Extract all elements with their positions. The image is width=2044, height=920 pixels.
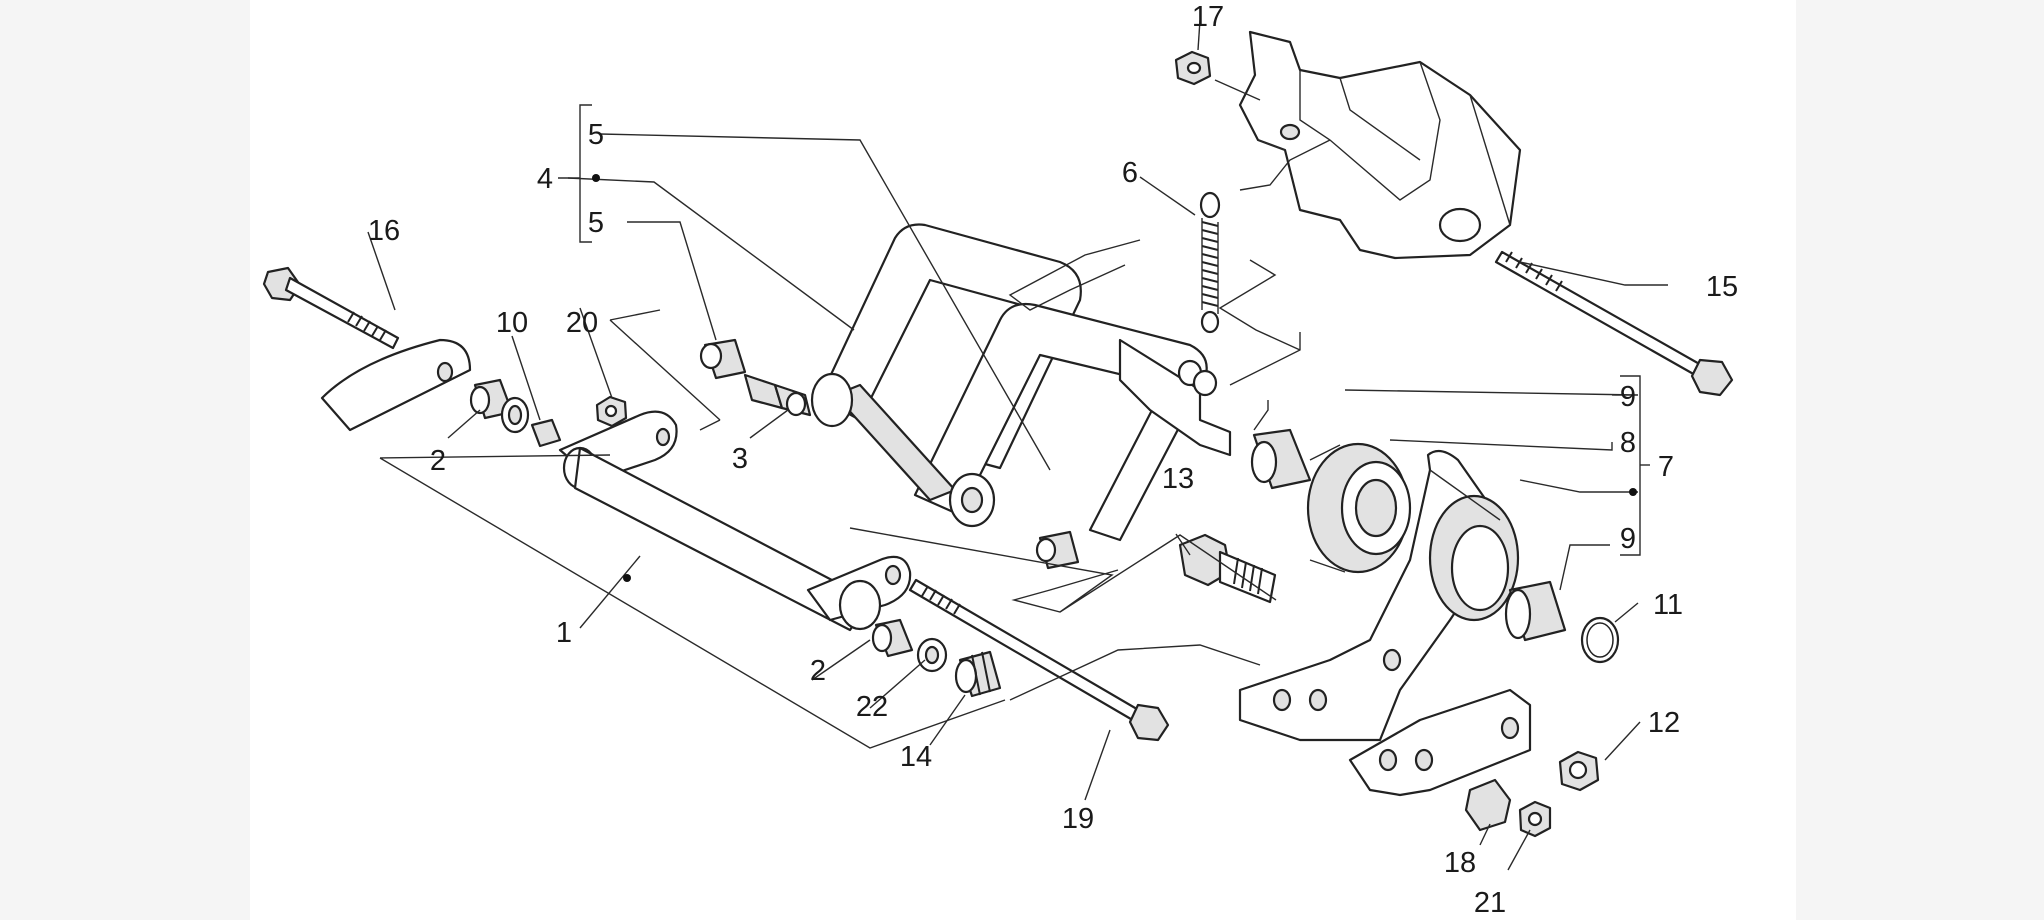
- left-bracket-part: [320, 338, 472, 432]
- nut-21-part: [1518, 800, 1552, 838]
- spring-6-part: [1199, 191, 1221, 334]
- callout-5-top: 5: [588, 119, 604, 151]
- callout-9-bottom: 9: [1620, 523, 1636, 555]
- assembly-dot-1: [623, 574, 631, 582]
- bush-5-lower-part: [1035, 530, 1080, 570]
- callout-11: 11: [1653, 589, 1683, 621]
- spacer-3-part: [743, 373, 812, 417]
- spacer-10-part: [530, 418, 562, 448]
- callout-2-left: 2: [430, 445, 446, 477]
- bolt-19-part: [908, 578, 1170, 742]
- callout-2-right: 2: [810, 655, 826, 687]
- left-margin-band: [0, 0, 250, 920]
- callout-12: 12: [1648, 707, 1680, 739]
- callout-15: 15: [1706, 271, 1738, 303]
- bolt-15-part: [1494, 250, 1734, 397]
- callout-7: 7: [1658, 451, 1674, 483]
- group-bracket-7: [1620, 375, 1650, 556]
- callout-13: 13: [1162, 463, 1194, 495]
- callout-14: 14: [900, 741, 932, 773]
- callout-22: 22: [856, 691, 888, 723]
- callout-labels: 17 5 4 5 6 16 15 10 20 9 8 7 9 2 3 13 11…: [368, 1, 1738, 919]
- swing-arm-1-part: [558, 410, 912, 632]
- callout-10: 10: [496, 307, 528, 339]
- bush-5-upper-part: [699, 338, 747, 380]
- frame-bracket-top: [1238, 30, 1522, 260]
- nut-17-part: [1174, 50, 1212, 86]
- callout-19: 19: [1062, 803, 1094, 835]
- callout-5-mid: 5: [588, 207, 604, 239]
- callout-20: 20: [566, 307, 598, 339]
- lower-bracket-part: [1348, 688, 1532, 797]
- callout-21: 21: [1474, 887, 1506, 919]
- bush-9-upper-part: [1250, 428, 1312, 490]
- swing-plate-7-part: [1238, 449, 1520, 742]
- group-bracket-4: [558, 104, 600, 243]
- stud-18-part: [1464, 778, 1512, 832]
- nut-12-part: [1558, 750, 1600, 792]
- callout-4: 4: [537, 163, 553, 195]
- leader-lines: [367, 19, 1668, 871]
- bush-2-right-part: [871, 618, 914, 658]
- callout-16: 16: [368, 215, 400, 247]
- washer-22-part: [916, 637, 948, 673]
- callout-3: 3: [732, 443, 748, 475]
- bush-9-lower-part: [1504, 580, 1567, 642]
- callout-9-top: 9: [1620, 381, 1636, 413]
- callout-18: 18: [1444, 847, 1476, 879]
- callout-6: 6: [1122, 157, 1138, 189]
- callout-1: 1: [556, 617, 572, 649]
- bolt-16-part: [262, 266, 400, 350]
- callout-17: 17: [1192, 1, 1224, 33]
- washer-10-part: [500, 396, 530, 434]
- right-margin-band: [1796, 0, 2044, 920]
- callout-8: 8: [1620, 427, 1636, 459]
- bearing-8-part: [1306, 442, 1412, 574]
- bush-14-part: [954, 650, 1002, 698]
- circlip-11-part: [1580, 616, 1620, 664]
- nut-20-part: [595, 395, 628, 428]
